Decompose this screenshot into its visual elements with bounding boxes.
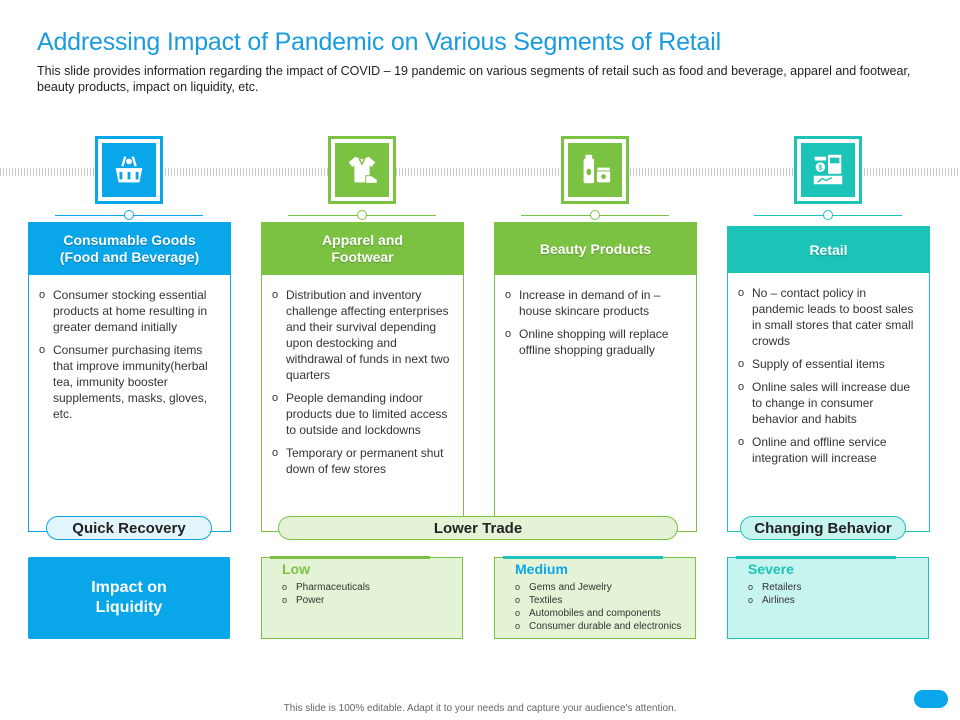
segment-card-beauty: Beauty Products Increase in demand of in… [494, 222, 697, 532]
level-item: Automobiles and components [515, 607, 695, 620]
segment-bullet: Temporary or permanent shut down of few … [272, 445, 453, 477]
connector-dot-4 [823, 210, 833, 220]
slide-title: Addressing Impact of Pandemic on Various… [37, 28, 721, 56]
segment-icon-box-3 [561, 136, 629, 204]
svg-text:$: $ [818, 163, 823, 172]
segment-bullet: Increase in demand of in – house skincar… [505, 287, 686, 319]
level-item: Retailers [748, 581, 928, 594]
level-title: Low [282, 561, 310, 577]
segment-card-apparel: Apparel and Footwear Distribution and in… [261, 222, 464, 532]
footer-note: This slide is 100% editable. Adapt it to… [283, 703, 677, 714]
segment-heading: Beauty Products [495, 223, 696, 275]
segment-bullet: Distribution and inventory challenge aff… [272, 287, 453, 383]
segment-bullet: Online and offline service integration w… [738, 434, 919, 466]
segment-heading: Apparel and Footwear [262, 223, 463, 275]
segment-heading: Consumable Goods (Food and Beverage) [29, 223, 230, 275]
segment-card-consumable: Consumable Goods (Food and Beverage) Con… [28, 222, 231, 532]
page-badge [914, 690, 948, 708]
impact-on-liquidity-label: Impact on Liquidity [28, 557, 230, 639]
cosmetics-icon [583, 154, 611, 184]
segment-heading: Retail [728, 227, 929, 273]
level-accent-bar [270, 556, 430, 559]
connector-dot-3 [590, 210, 600, 220]
level-accent-bar [503, 556, 663, 559]
segment-bullet: Online shopping will replace offline sho… [505, 326, 686, 358]
level-item: Textiles [515, 594, 695, 607]
level-item: Pharmaceuticals [282, 581, 462, 594]
segment-icon-box-2 [328, 136, 396, 204]
retail-store-icon: $ [813, 154, 843, 185]
level-item: Power [282, 594, 462, 607]
segment-icon-box-1 [95, 136, 163, 204]
level-item: Gems and Jewelry [515, 581, 695, 594]
shirt-shoe-icon [348, 156, 378, 184]
impact-level-severe: Severe Retailers Airlines [727, 556, 929, 639]
changing-behavior-pill: Changing Behavior [740, 516, 906, 540]
segment-card-retail: Retail No – contact policy in pandemic l… [727, 226, 930, 532]
segment-bullet: Supply of essential items [738, 356, 919, 372]
impact-level-low: Low Pharmaceuticals Power [261, 556, 463, 639]
segment-bullet: Online sales will increase due to change… [738, 379, 919, 427]
segment-bullet: People demanding indoor products due to … [272, 390, 453, 438]
level-item: Consumer durable and electronics [515, 620, 695, 633]
shopping-basket-icon [115, 156, 143, 183]
level-item: Airlines [748, 594, 928, 607]
segment-bullet: Consumer stocking essential products at … [39, 287, 220, 335]
slide-subtitle: This slide provides information regardin… [37, 64, 911, 94]
segment-icon-box-4: $ [794, 136, 862, 204]
impact-level-medium: Medium Gems and Jewelry Textiles Automob… [494, 556, 696, 639]
level-accent-bar [736, 556, 896, 559]
level-title: Severe [748, 561, 794, 577]
connector-dot-2 [357, 210, 367, 220]
segment-bullet: Consumer purchasing items that improve i… [39, 342, 220, 422]
lower-trade-pill: Lower Trade [278, 516, 678, 540]
connector-dot-1 [124, 210, 134, 220]
segment-bullet: No – contact policy in pandemic leads to… [738, 285, 919, 349]
level-title: Medium [515, 561, 568, 577]
quick-recovery-pill: Quick Recovery [46, 516, 212, 540]
dotted-divider [0, 168, 960, 176]
